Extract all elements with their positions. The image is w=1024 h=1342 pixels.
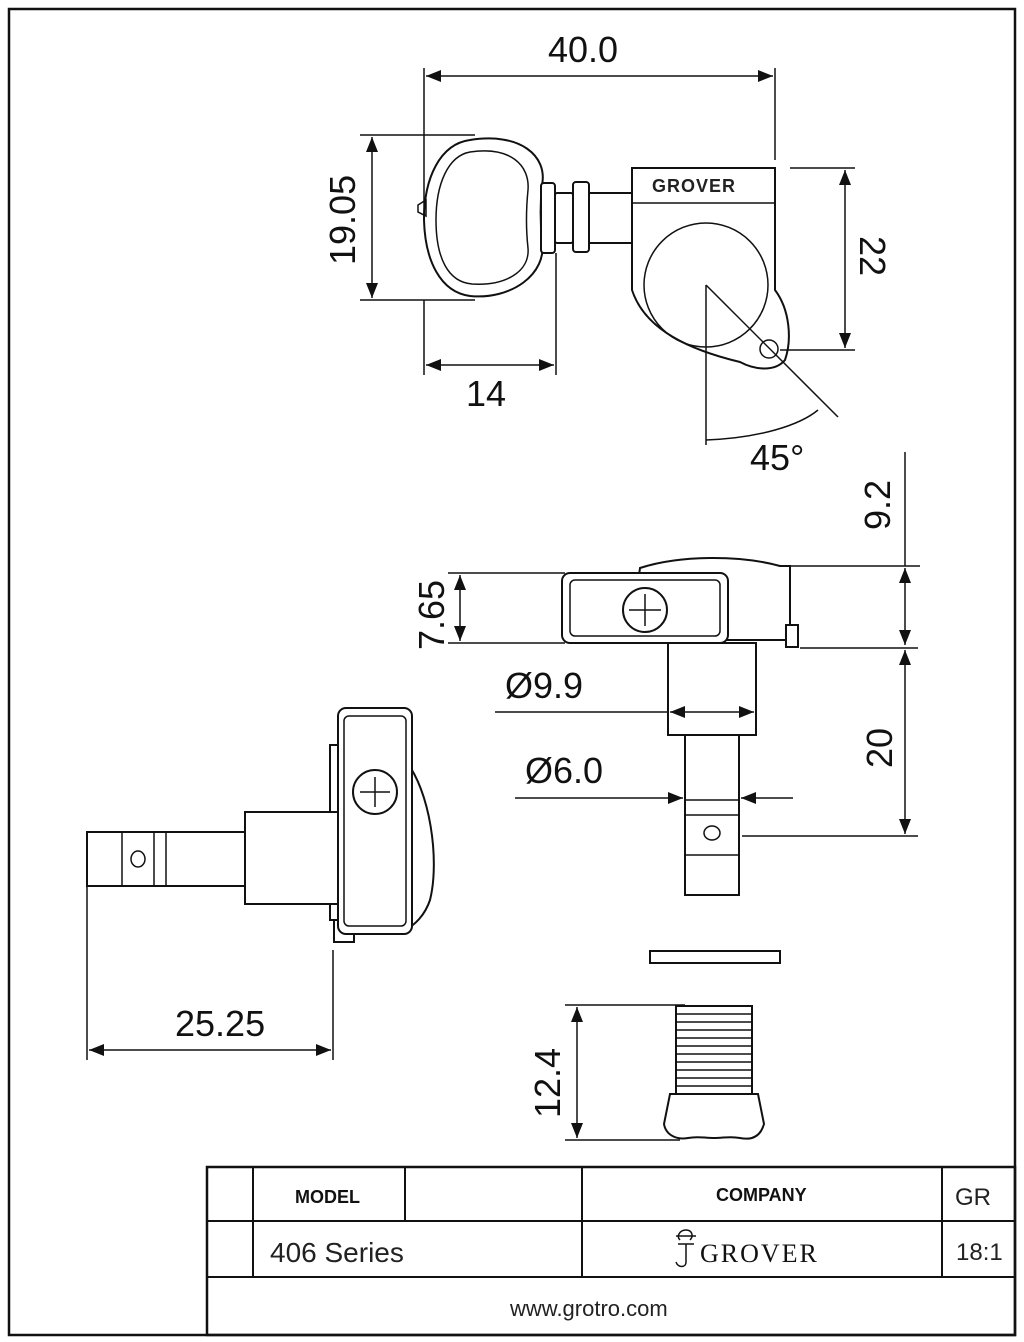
grover-logo-icon bbox=[675, 1229, 696, 1268]
model-value: 406 Series bbox=[270, 1237, 404, 1268]
title-block: MODEL COMPANY GR 406 Series GROVER 18:1 … bbox=[205, 1165, 1017, 1337]
svg-text:22: 22 bbox=[852, 236, 893, 276]
svg-text:Ø9.9: Ø9.9 bbox=[505, 665, 583, 706]
threaded-bushing bbox=[662, 1005, 766, 1140]
svg-text:9.2: 9.2 bbox=[857, 480, 898, 530]
svg-text:7.65: 7.65 bbox=[411, 580, 452, 650]
dim-bushing-height: 12.4 bbox=[527, 1004, 685, 1141]
dim-housing-height: 22 bbox=[780, 167, 893, 351]
dim-overall-length: 40.0 bbox=[423, 29, 776, 220]
front-housing bbox=[337, 707, 413, 935]
company-label: COMPANY bbox=[716, 1185, 807, 1205]
svg-text:20: 20 bbox=[859, 728, 900, 768]
dim-side-offset: 9.2 bbox=[790, 452, 920, 645]
washer bbox=[649, 950, 781, 964]
svg-text:19.05: 19.05 bbox=[322, 175, 363, 265]
svg-text:25.25: 25.25 bbox=[175, 1003, 265, 1044]
model-label: MODEL bbox=[295, 1187, 360, 1207]
dim-post-diameter: Ø6.0 bbox=[515, 750, 793, 804]
top-view: GROVER bbox=[417, 137, 839, 445]
side-view bbox=[561, 557, 799, 896]
svg-text:14: 14 bbox=[466, 373, 506, 414]
drawing-code: GR bbox=[955, 1184, 991, 1211]
dim-button-height: 19.05 bbox=[322, 134, 475, 301]
dim-bushing-diameter: Ø9.9 bbox=[495, 665, 754, 718]
tuner-housing bbox=[631, 167, 790, 370]
drawing-scale: 18:1 bbox=[956, 1239, 1003, 1266]
housing-logo: GROVER bbox=[652, 176, 736, 196]
tuner-button bbox=[422, 137, 544, 298]
svg-text:12.4: 12.4 bbox=[527, 1048, 568, 1118]
company-value: GROVER bbox=[700, 1239, 819, 1268]
dim-post-height: 20 bbox=[742, 647, 918, 837]
svg-text:40.0: 40.0 bbox=[548, 29, 618, 70]
svg-text:Ø6.0: Ø6.0 bbox=[525, 750, 603, 791]
dim-button-depth: 14 bbox=[423, 253, 557, 414]
front-view bbox=[86, 707, 435, 943]
website: www.grotro.com bbox=[509, 1296, 668, 1321]
dim-housing-depth: 7.65 bbox=[411, 572, 565, 650]
dim-angle: 45° bbox=[750, 437, 804, 478]
dim-post-length: 25.25 bbox=[86, 868, 334, 1060]
